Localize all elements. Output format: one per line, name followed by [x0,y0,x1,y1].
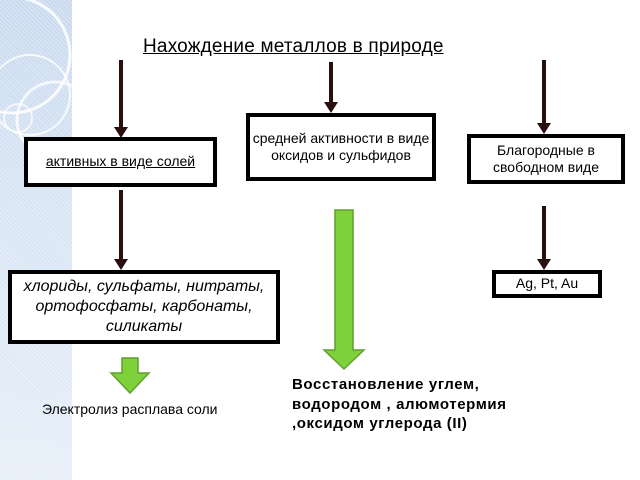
active-metals-box: активных в виде солей [24,137,217,187]
middle-activity-box: средней активности в виде оксидов и суль… [246,113,436,181]
green-arrow-reduction [322,209,366,371]
noble-metals-label: Благородные в свободном виде [493,141,599,176]
arrowhead-title-to-active [114,127,128,138]
decorative-side-panel [0,0,72,480]
reduction-note: Восстановление углем, водородом , алюмот… [292,376,507,432]
arrowhead-active-to-salts [114,259,128,270]
salts-label: хлориды, сульфаты, нитраты, ортофосфаты,… [23,278,265,335]
middle-activity-label: средней активности в виде оксидов и суль… [252,129,430,164]
noble-metals-list-box: Ag, Pt, Au [492,270,602,298]
noble-metals-box: Благородные в свободном виде [467,134,625,184]
salts-box: хлориды, сульфаты, нитраты, ортофосфаты,… [8,270,280,344]
active-metals-label: активных в виде солей [45,153,196,170]
electrolysis-note: Электролиз расплава соли [42,401,218,417]
green-arrow-electrolysis [109,357,151,395]
arrowhead-title-to-middle [324,102,338,113]
diagram-title: Нахождение металлов в природе [143,36,444,57]
arrowhead-noble-to-metals [537,259,551,270]
noble-metals-list-label: Ag, Pt, Au [515,275,579,292]
arrowhead-title-to-noble [537,123,551,134]
